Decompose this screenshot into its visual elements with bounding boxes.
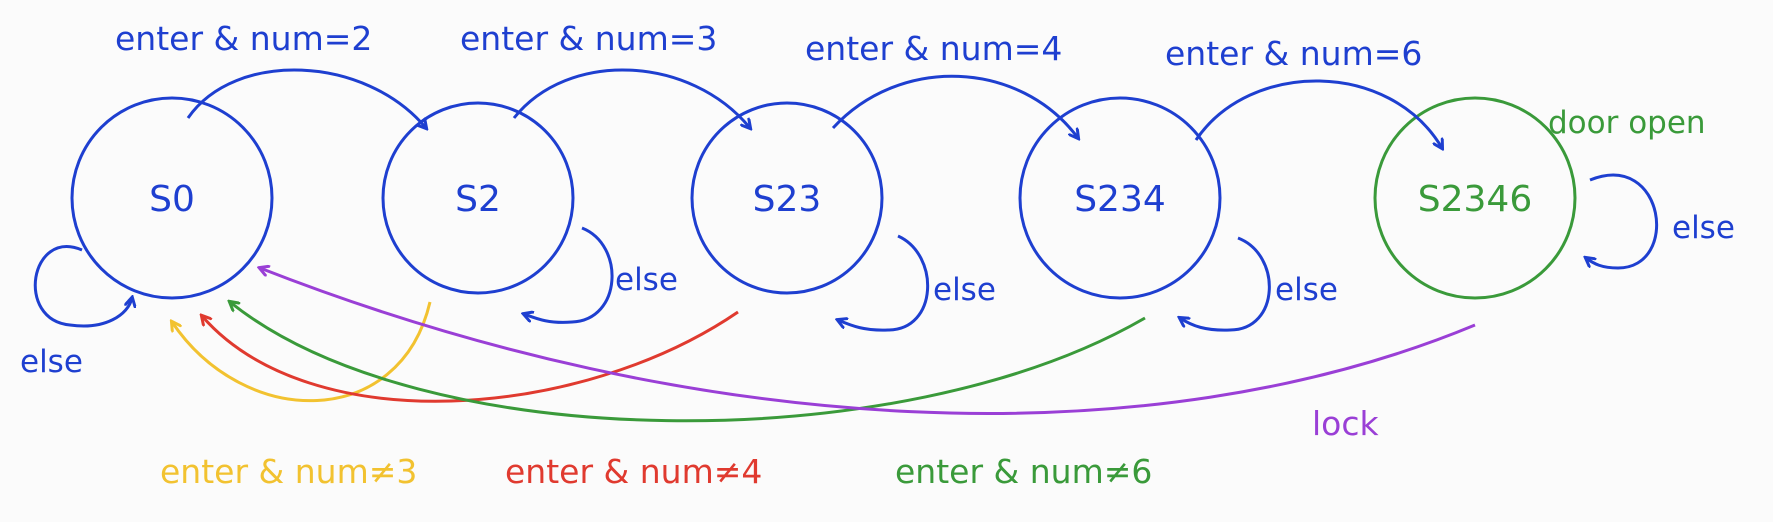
edge-label-s234-to-s0: enter & num≠6: [895, 452, 1152, 491]
state-s23-node: [690, 101, 884, 295]
edge-label-s234-to-s2346: enter & num=6: [1165, 34, 1422, 73]
edge-s0-to-s2: [186, 68, 426, 128]
door-open-annotation: door open: [1548, 105, 1706, 141]
edge-s2-to-s0: [172, 301, 432, 403]
state-s234-node: [1018, 96, 1222, 300]
edge-label-s2-to-s0: enter & num≠3: [160, 452, 417, 491]
state-s234-label: S234: [1074, 179, 1166, 220]
edge-s234-to-s0: [230, 302, 1146, 423]
state-s0-node: [70, 96, 274, 300]
edge-s2-to-s23: [512, 68, 750, 128]
edge-s23-to-s0: [202, 310, 739, 403]
edge-s234-self-loop: [1180, 236, 1271, 332]
state-s2-node: [381, 101, 575, 295]
edge-s2346-self-loop: [1586, 173, 1659, 270]
edge-label-s2-to-s23: enter & num=3: [460, 19, 717, 58]
edge-label-s2346-to-s0: lock: [1312, 404, 1380, 443]
edge-s2346-to-s0: [260, 268, 1476, 415]
state-s2346-label: S2346: [1418, 179, 1532, 220]
state-s2346-node: [1373, 96, 1577, 300]
edge-s0-self-loop: [33, 245, 132, 328]
edge-label-s2346-self: else: [1672, 210, 1735, 246]
edge-s2-self-loop: [524, 226, 614, 324]
edge-label-s0-to-s2: enter & num=2: [115, 19, 372, 58]
state-s2-label: S2: [455, 179, 501, 220]
edge-s23-self-loop: [838, 234, 929, 332]
edge-label-s2-self: else: [615, 262, 678, 298]
edge-label-s23-to-s0: enter & num≠4: [505, 452, 762, 491]
edge-label-s0-self: else: [20, 344, 83, 380]
edge-label-s234-self: else: [1275, 272, 1338, 308]
edge-label-s23-to-s234: enter & num=4: [805, 29, 1062, 68]
state-s0-label: S0: [149, 179, 195, 220]
state-s23-label: S23: [753, 179, 822, 220]
edge-s23-to-s234: [831, 74, 1078, 138]
edge-s234-to-s2346: [1194, 79, 1442, 148]
edge-label-s23-self: else: [933, 272, 996, 308]
